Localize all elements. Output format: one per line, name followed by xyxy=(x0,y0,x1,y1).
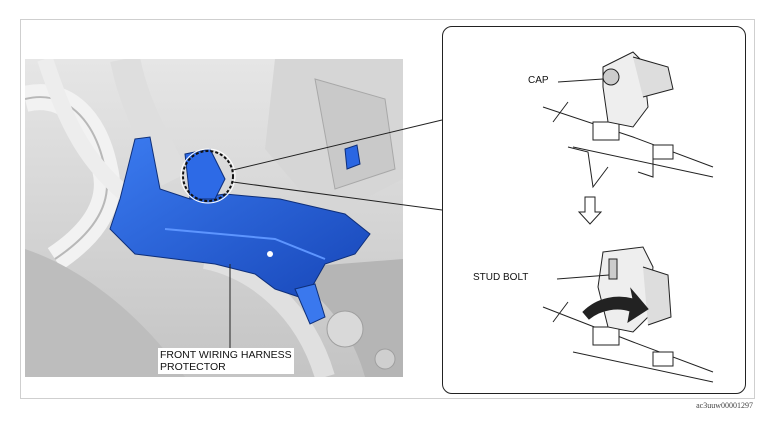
engine-bay-illustration xyxy=(25,59,403,377)
cap-label: CAP xyxy=(528,75,549,86)
cap-part xyxy=(602,68,620,86)
main-label-line2: PROTECTOR xyxy=(160,361,226,373)
highlight-circle xyxy=(182,150,234,202)
curved-arrow-icon xyxy=(582,287,649,324)
detail-inset: CAP STUD BOLT xyxy=(442,26,746,394)
down-arrow-icon xyxy=(577,196,603,225)
front-wiring-harness-protector-label: FRONT WIRING HARNESS PROTECTOR xyxy=(158,348,294,374)
engine-bay-photo xyxy=(25,59,403,377)
stud-bolt-detail-illustration xyxy=(542,51,714,383)
stud-bolt-part xyxy=(608,258,618,280)
main-label-line1: FRONT WIRING HARNESS xyxy=(160,349,292,361)
stud-bolt-label: STUD BOLT xyxy=(473,272,529,283)
figure-code: ac3uuw00001297 xyxy=(696,401,753,410)
